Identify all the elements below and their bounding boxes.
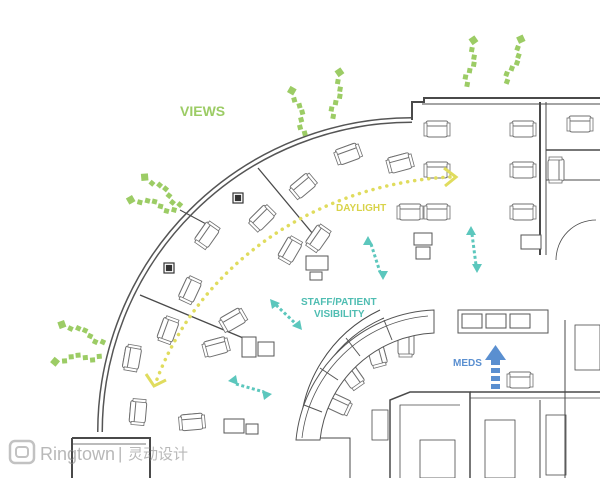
- arrowhead-right-icon: [443, 166, 459, 188]
- curved-exterior-wall: [97, 117, 413, 433]
- building-walls: [71, 97, 600, 478]
- treatment-chairs: [121, 115, 594, 432]
- watermark-chinese: 灵动设计: [128, 446, 188, 463]
- staff-patient-label-line1: STAFF/PATIENT: [301, 297, 377, 308]
- views-label: VIEWS: [180, 103, 225, 119]
- nurse-station-desk: [295, 309, 435, 441]
- stations: [223, 232, 542, 435]
- double-arrow-icon: [228, 226, 482, 400]
- squiggle-arrow-icon: [326, 66, 348, 120]
- staff-patient-label-line2: VISIBILITY: [314, 309, 365, 320]
- meds-label: MEDS: [453, 358, 482, 369]
- watermark-separator: |: [118, 444, 122, 463]
- watermark: Ringtown | 灵动设计: [8, 439, 188, 465]
- squiggle-arrow-icon: [49, 350, 103, 368]
- arrowhead-down-icon: [144, 373, 167, 388]
- visibility-arrows: [235, 233, 478, 394]
- columns: [163, 192, 244, 274]
- daylight-path: [144, 166, 459, 388]
- up-arrow-icon: [485, 345, 506, 389]
- squiggle-arrow-icon: [55, 316, 108, 349]
- squiggle-arrow-icon: [285, 84, 311, 138]
- ringtown-logo-icon: [8, 439, 36, 465]
- squiggle-arrow-icon: [460, 34, 482, 88]
- squiggle-arrow-icon: [500, 32, 530, 86]
- meds-counter: [457, 309, 549, 334]
- daylight-label: DAYLIGHT: [336, 203, 386, 214]
- watermark-brand: Ringtown: [40, 444, 115, 464]
